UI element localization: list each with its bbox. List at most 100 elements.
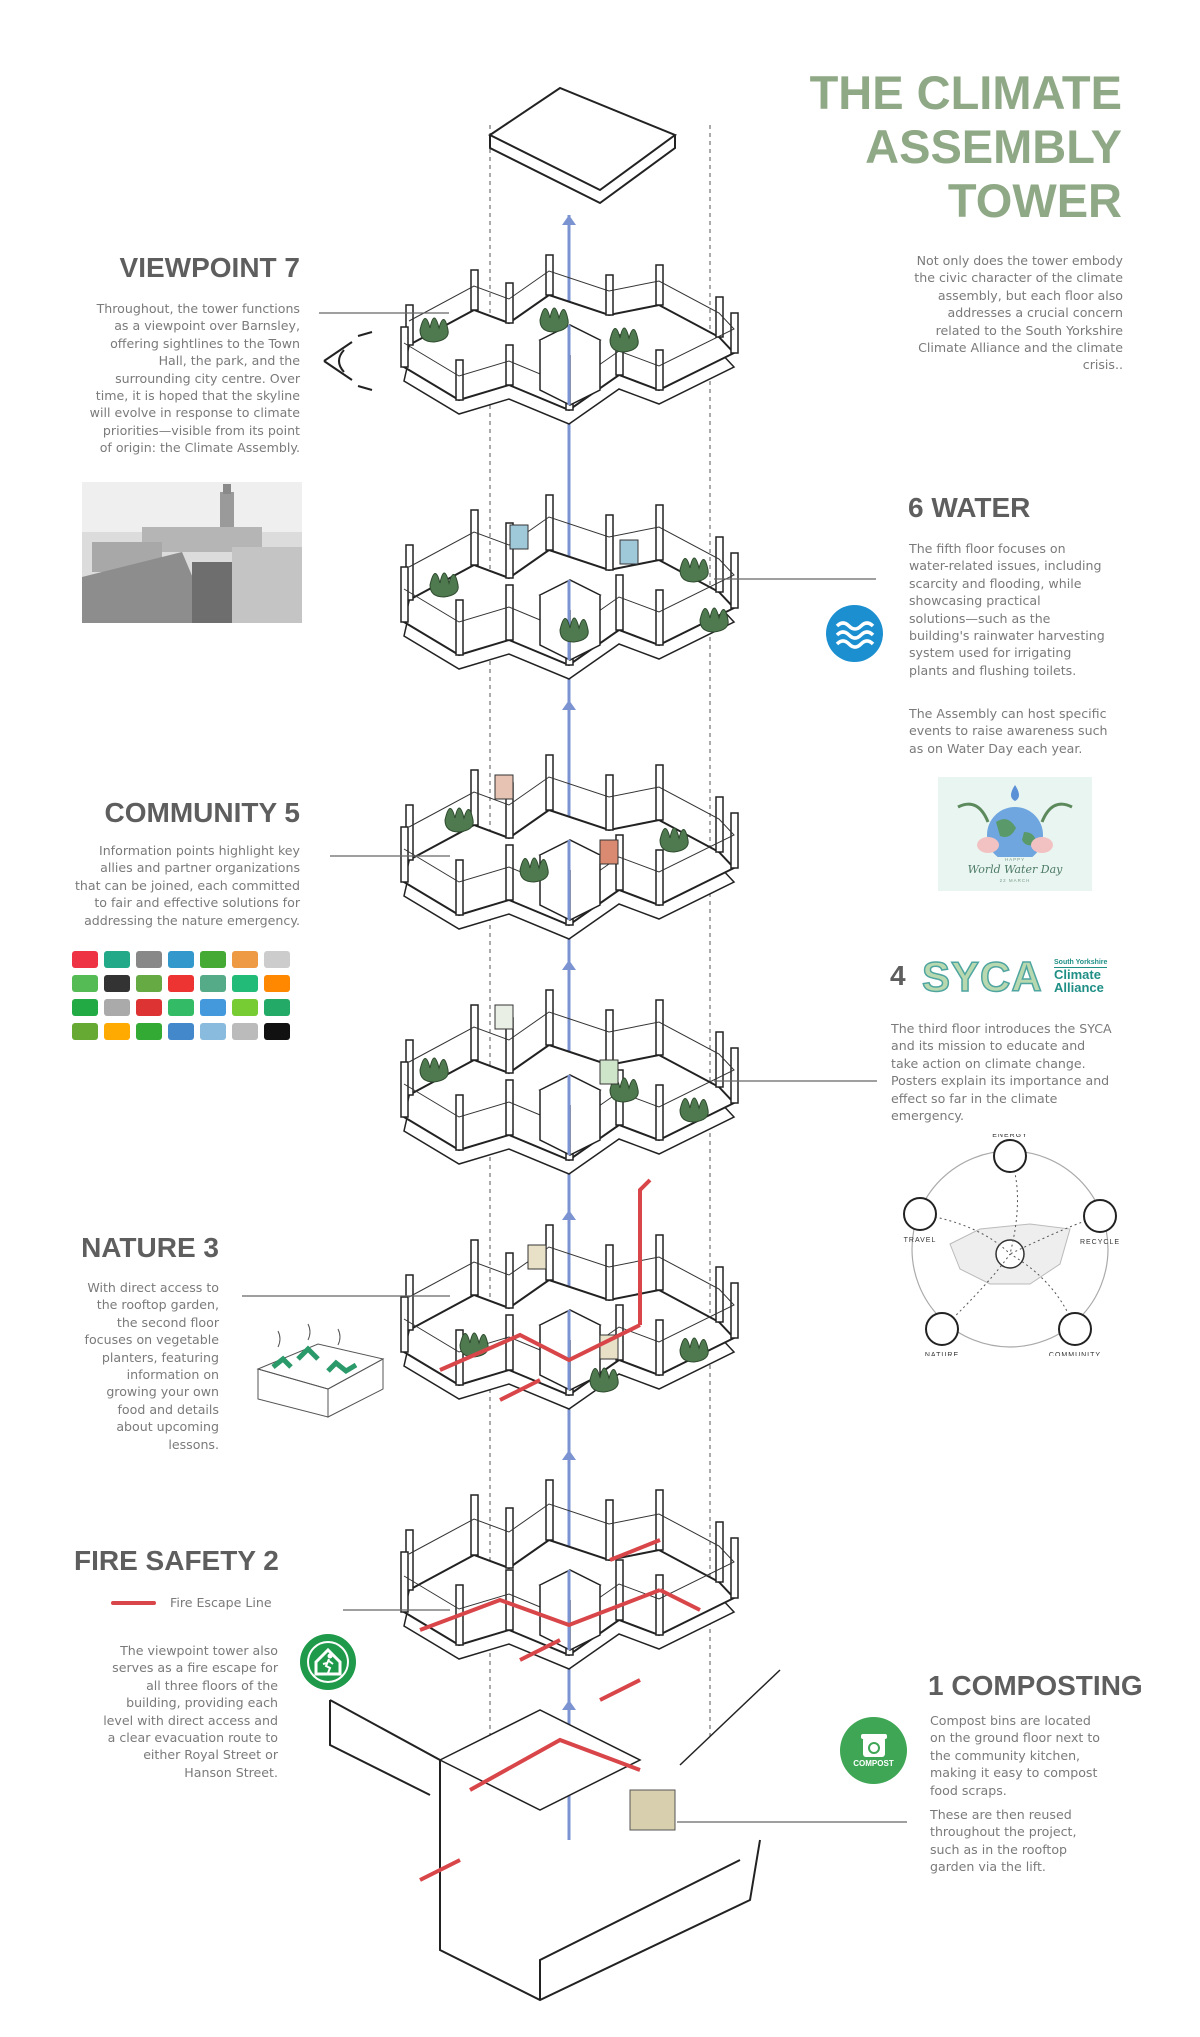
column (655, 264, 664, 306)
column (455, 599, 464, 656)
nature-heading: NATURE 3 (81, 1232, 219, 1263)
partner-logo (200, 975, 226, 992)
plant (679, 1097, 709, 1123)
column (400, 1551, 409, 1613)
column (605, 274, 614, 316)
fire-escape-path (419, 1678, 641, 1882)
plant (679, 557, 709, 583)
column (655, 1234, 664, 1291)
column (505, 1507, 514, 1569)
theme-node (993, 1139, 1027, 1173)
theme-label-energy: ENERGY (992, 1134, 1028, 1139)
floor-7-viewpoint (400, 254, 739, 425)
partner-logo (72, 951, 98, 968)
partner-logo (136, 1023, 162, 1040)
column (505, 1252, 514, 1309)
fire-safety-heading: FIRE SAFETY 2 (74, 1545, 279, 1576)
floor-3-nature (400, 1178, 739, 1410)
column (655, 1319, 664, 1376)
syca-logo-sub1: South Yorkshire (1054, 959, 1108, 968)
column (605, 1009, 614, 1066)
water-heading: 6 WATER (908, 492, 1031, 523)
partner-logo (104, 1023, 130, 1040)
column (730, 1047, 739, 1104)
column (505, 1569, 514, 1631)
partner-logo (168, 951, 194, 968)
info-poster (527, 1244, 547, 1270)
column (655, 1574, 664, 1636)
column (470, 1239, 479, 1296)
column (615, 1559, 624, 1621)
theme-label-travel: TRAVEL (904, 1237, 937, 1244)
column (605, 1499, 614, 1561)
partner-logo (168, 999, 194, 1016)
partner-logo (168, 1023, 194, 1040)
plant (444, 807, 474, 833)
column (455, 859, 464, 916)
column (730, 1282, 739, 1339)
floor-6-water (400, 494, 739, 680)
lift-arrow (562, 960, 576, 970)
column (545, 989, 554, 1046)
column (455, 1094, 464, 1151)
theme-node (1083, 1199, 1117, 1233)
lift-arrow (562, 1700, 576, 1710)
partner-logo (200, 1023, 226, 1040)
partner-logo (232, 975, 258, 992)
column (455, 359, 464, 401)
plant (609, 327, 639, 353)
plant (659, 827, 689, 853)
column (455, 1329, 464, 1386)
partner-logo (72, 1023, 98, 1040)
column (615, 574, 624, 631)
lift-arrow (562, 1450, 576, 1460)
syca-heading: 4 (890, 960, 906, 991)
fire-escape-path (659, 1588, 701, 1612)
partner-logo (232, 951, 258, 968)
ground-walls (329, 1699, 761, 2002)
viewpoint-text: Throughout, the tower functions as a vie… (89, 301, 300, 456)
column (655, 764, 664, 821)
column (400, 1061, 409, 1118)
greenhouse-sketch (256, 1323, 385, 1418)
column (715, 536, 724, 593)
syca-logo-word: SYCA (921, 952, 1043, 1001)
fire-escape-path (439, 1323, 641, 1372)
column (730, 312, 739, 354)
column (470, 769, 479, 826)
water-waves-icon (826, 605, 883, 662)
column (470, 1004, 479, 1061)
column (505, 282, 514, 324)
water-text: The fifth floor focuses on water-related… (909, 541, 1105, 678)
info-poster (509, 524, 529, 550)
page-title: THE CLIMATE ASSEMBLY TOWER (809, 66, 1122, 227)
column (545, 1224, 554, 1281)
barnsley-skyline-photo (82, 482, 302, 623)
column (470, 509, 479, 566)
partner-logo (264, 999, 290, 1016)
partner-logo (232, 1023, 258, 1040)
column (655, 1084, 664, 1141)
theme-label-community: COMMUNITY (1049, 1352, 1101, 1356)
info-poster (619, 539, 639, 565)
column (655, 999, 664, 1056)
column (715, 1266, 724, 1323)
compost-icon-label: COMPOST (853, 1759, 894, 1768)
plant (419, 317, 449, 343)
plant (539, 307, 569, 333)
compost-bin-icon: COMPOST (840, 1717, 907, 1784)
dashed-connection (1009, 1215, 1101, 1255)
column (655, 349, 664, 391)
eye-icon (323, 331, 373, 391)
theme-node (903, 1197, 937, 1231)
column (505, 522, 514, 579)
column (730, 552, 739, 609)
lift-arrow (562, 215, 576, 225)
nature-text: With direct access to the rooftop garden… (84, 1280, 219, 1452)
column (505, 844, 514, 901)
plant (679, 1337, 709, 1363)
fire-escape-path (419, 1588, 661, 1632)
column (605, 1244, 614, 1301)
partner-logo (264, 951, 290, 968)
partner-logos-grid (72, 951, 290, 1040)
